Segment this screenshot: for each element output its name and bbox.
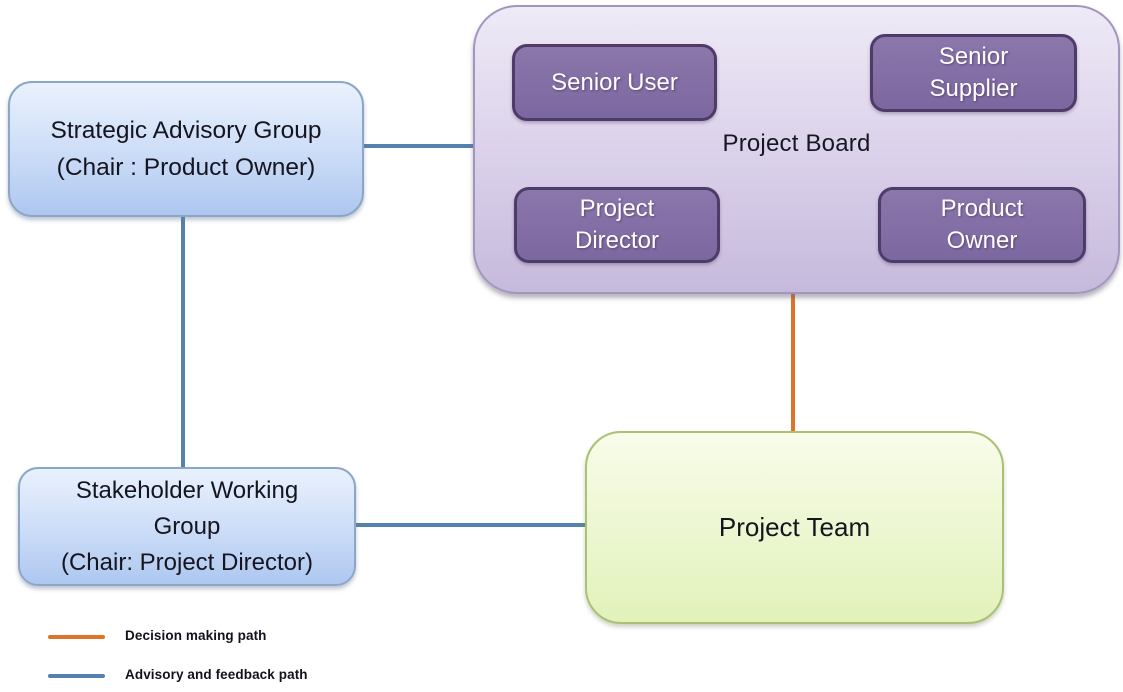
legend-decision-path-line <box>48 635 105 639</box>
strategic-advisory-group-chair: (Chair : Product Owner) <box>56 154 316 181</box>
project-board-label: Project Board <box>722 130 871 157</box>
role-senior-supplier-label: Senior Supplier <box>929 43 1018 102</box>
stakeholder-working-group-title-line2: Group <box>153 512 221 540</box>
project-board-node: Project Board Senior User Senior Supplie… <box>473 5 1120 294</box>
legend-decision-path-label: Decision making path <box>125 628 267 643</box>
role-product-owner: Product Owner <box>878 187 1086 263</box>
stakeholder-working-group-chair: (Chair: Project Director) <box>60 548 314 576</box>
project-team-label: Project Team <box>718 512 871 542</box>
strategic-advisory-group-title: Strategic Advisory Group <box>50 117 322 144</box>
role-senior-user: Senior User <box>512 44 717 121</box>
role-senior-user-label: Senior User <box>551 68 678 96</box>
connector-decision-board-team <box>791 288 795 433</box>
connector-advisory-sag-board <box>358 144 474 148</box>
project-team-node: Project Team <box>585 431 1004 624</box>
connector-advisory-sag-swg <box>181 211 185 469</box>
legend-advisory-path-line <box>48 674 105 678</box>
stakeholder-working-group-node: Stakeholder Working Group (Chair: Projec… <box>18 467 356 586</box>
role-senior-supplier: Senior Supplier <box>870 34 1077 112</box>
role-project-director-label: Project Director <box>574 195 659 254</box>
stakeholder-working-group-title-line1: Stakeholder Working <box>75 476 299 504</box>
strategic-advisory-group-node: Strategic Advisory Group (Chair : Produc… <box>8 81 364 217</box>
legend-advisory-path-label: Advisory and feedback path <box>125 667 308 682</box>
role-project-director: Project Director <box>514 187 720 263</box>
role-product-owner-label: Product Owner <box>940 195 1024 254</box>
connector-advisory-swg-team <box>350 523 587 527</box>
